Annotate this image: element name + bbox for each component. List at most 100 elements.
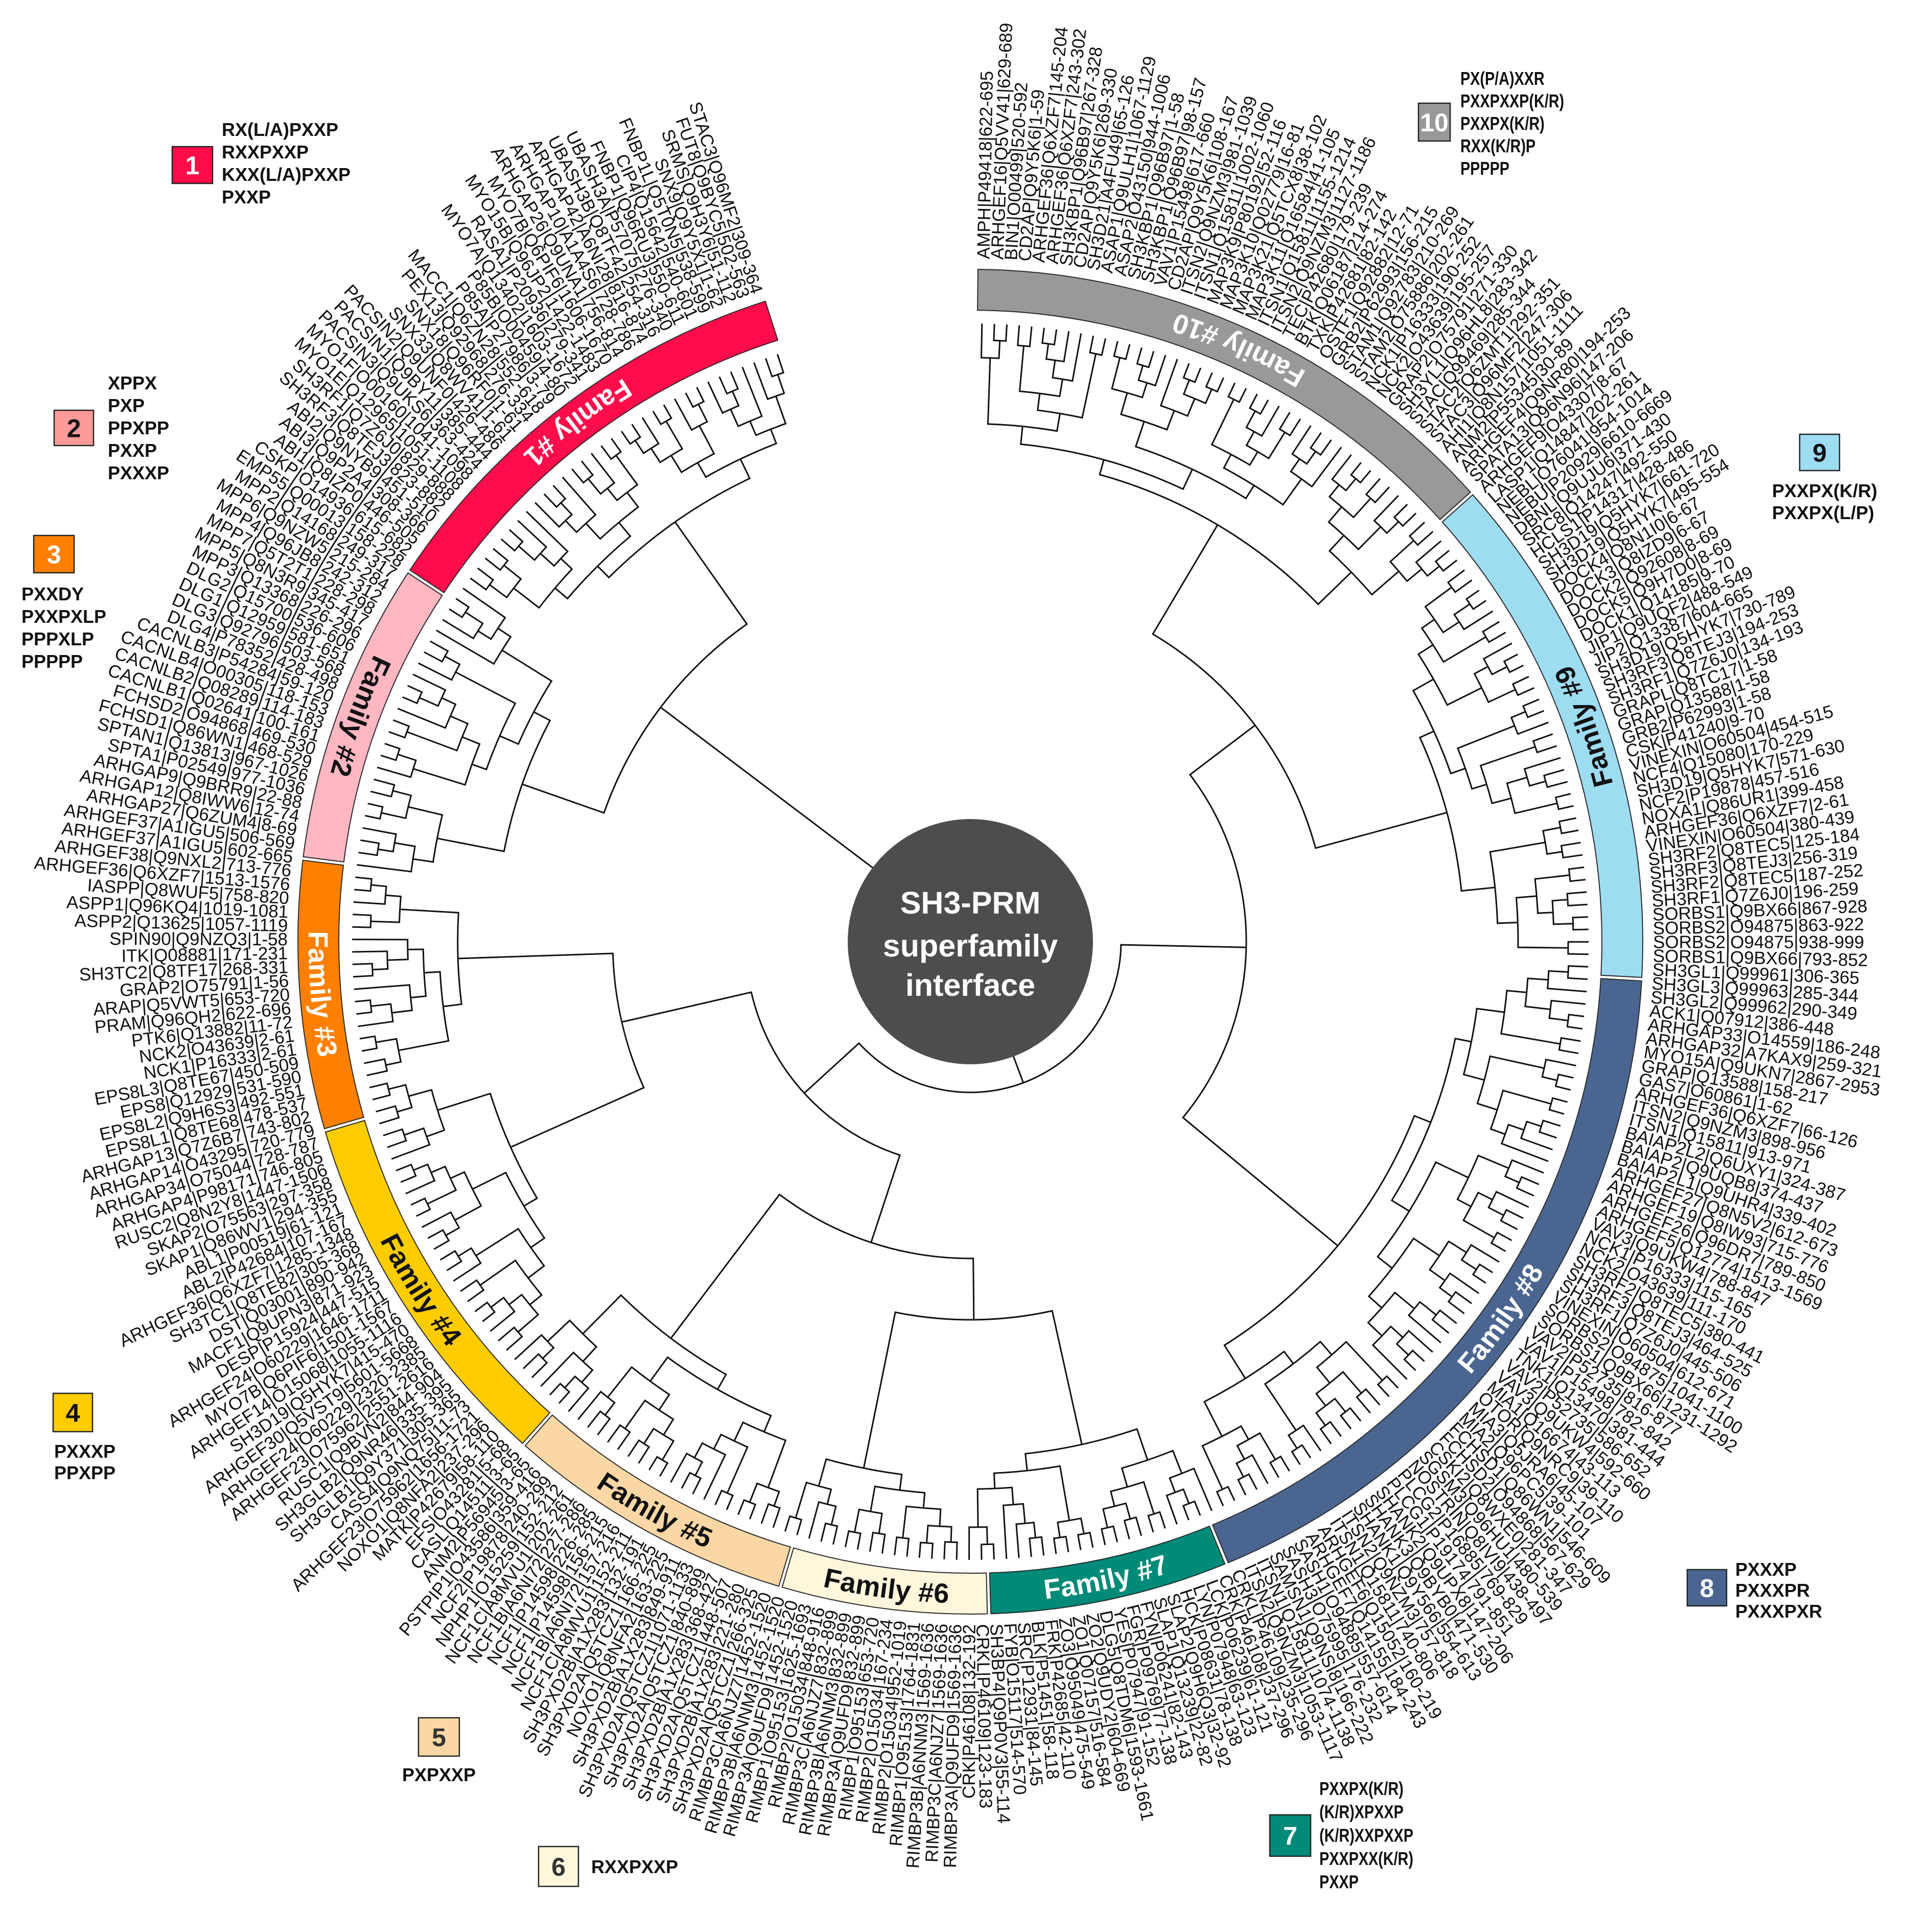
dendrogram-branch [397, 697, 457, 729]
dendrogram-branch [693, 1442, 727, 1500]
dendrogram-branch [1447, 1291, 1472, 1315]
legend-number: 1 [185, 151, 200, 180]
dendrogram-branch [1147, 1511, 1166, 1533]
dendrogram-branch [902, 1505, 942, 1538]
dendrogram-branch [369, 1082, 391, 1101]
center-title-line-1: SH3-PRM [900, 885, 1041, 920]
dendrogram-branch [1111, 357, 1148, 399]
legend-number: 5 [432, 1723, 446, 1752]
dendrogram-branch [1182, 363, 1202, 383]
dendrogram-branch [408, 1089, 446, 1137]
dendrogram-branch [795, 1481, 832, 1519]
dendrogram-branch [696, 429, 778, 478]
motif-pattern: PXXXPR [1735, 1580, 1810, 1601]
legend-motifs: RXXPXXP [591, 1856, 678, 1877]
dendrogram-branch [413, 736, 481, 786]
superfamily-center-node: SH3-PRM superfamily interface [848, 819, 1093, 1064]
dendrogram-branch [1264, 1340, 1333, 1431]
dendrogram-branch [455, 671, 517, 770]
dendrogram-branch [1166, 1488, 1190, 1525]
legend-swatch-5 [417, 1717, 460, 1757]
dendrogram-branch [863, 1310, 1083, 1468]
dendrogram-branch [400, 908, 462, 1008]
dendrogram-branch [1390, 1037, 1472, 1212]
dendrogram-branch [1371, 1325, 1408, 1380]
legend-family-10: 10PX(P/A)XXRPXXPXXP(K/R)PXXPX(K/R)RXX(K/… [1417, 68, 1564, 179]
dendrogram-branch [1431, 1309, 1457, 1334]
dendrogram-branch [1373, 495, 1400, 534]
dendrogram-branch [749, 1482, 780, 1507]
dendrogram-branch [427, 1229, 450, 1250]
dendrogram-branch [1211, 399, 1259, 466]
dendrogram-branch [1182, 1500, 1201, 1521]
dendrogram-branch [508, 1293, 540, 1333]
dendrogram-branch [352, 914, 372, 928]
motif-pattern: PXP [108, 395, 145, 416]
motif-pattern: PXXXP [108, 462, 169, 483]
dendrogram-branch [1490, 1231, 1512, 1252]
family-band-9 [1441, 494, 1643, 978]
dendrogram-branch [1248, 393, 1269, 415]
dendrogram-branch [352, 939, 409, 961]
motif-pattern: PXXPXX(K/R) [1319, 1848, 1413, 1869]
dendrogram-branch [358, 1003, 394, 1027]
dendrogram-branch [458, 952, 645, 1148]
dendrogram-branch [760, 1503, 781, 1528]
dendrogram-branch [660, 707, 875, 870]
dendrogram-branch [450, 1171, 482, 1221]
dendrogram-branch [1367, 1291, 1415, 1337]
dendrogram-branch [1134, 421, 1255, 500]
legend-swatch-1 [171, 146, 214, 184]
motif-pattern: PXXXP [1735, 1559, 1797, 1580]
legend-swatch-8 [1686, 1569, 1728, 1607]
legend-family-6: 6 RXXPXXP [538, 1846, 678, 1887]
legend-motifs: PXXPX(K/R)(K/R)XPXXP(K/R)XXPXXPPXXPXX(K/… [1319, 1778, 1413, 1893]
dendrogram-branch [1121, 1450, 1183, 1487]
leaf-label: ITK|Q08881|171-231 [121, 943, 288, 966]
dendrogram-branch [587, 1410, 611, 1436]
motif-pattern: RXXPXXP [222, 142, 309, 162]
dendrogram-branch [1447, 569, 1473, 593]
dendrogram-branch [1541, 1058, 1576, 1081]
dendrogram-branch [1506, 777, 1557, 814]
dendrogram-branch [943, 1541, 958, 1560]
dendrogram-branch [470, 567, 495, 591]
dendrogram-branch [489, 565, 522, 599]
dendrogram-branch [643, 1428, 675, 1461]
dendrogram-branch [1045, 331, 1070, 363]
dendrogram-branch [1558, 1037, 1581, 1055]
motif-pattern: RXX(K/R)P [1460, 135, 1535, 156]
family-band-6 [781, 1547, 988, 1615]
dendrogram-branch [355, 999, 373, 1015]
dendrogram-branch [1099, 459, 1352, 605]
dendrogram-branch [1489, 842, 1546, 924]
legend-swatch-7 [1269, 1814, 1312, 1857]
legend-number: 6 [551, 1853, 566, 1881]
dendrogram-branch [383, 1128, 407, 1148]
motif-pattern: PXXPX(L/P) [1772, 502, 1874, 523]
legend-number: 9 [1812, 439, 1827, 468]
dendrogram-branch [621, 424, 642, 445]
dendrogram-branch [1418, 730, 1495, 892]
dendrogram-branch [1201, 1425, 1249, 1490]
motif-pattern: PPPXLP [21, 628, 94, 649]
dendrogram-branch [1025, 1428, 1149, 1471]
legend-swatch-10 [1417, 102, 1451, 142]
legend-number: 4 [66, 1399, 80, 1428]
motif-pattern: PXXP [222, 186, 271, 207]
motif-pattern: PXXPXXP(K/R) [1460, 90, 1564, 111]
motif-pattern: PXXXP [54, 1441, 115, 1462]
dendrogram-branch [370, 778, 395, 798]
dendrogram-branch [784, 1515, 803, 1535]
dendrogram-branch [1548, 999, 1586, 1021]
leaf-label-highlighted: SORBS1|Q9BX66|793-852 [1652, 946, 1868, 971]
dendrogram-branch [607, 1366, 670, 1411]
dendrogram-branch [987, 358, 1061, 432]
dendrogram-branch [472, 1171, 546, 1248]
motif-pattern: PXXXPXR [1735, 1601, 1822, 1622]
